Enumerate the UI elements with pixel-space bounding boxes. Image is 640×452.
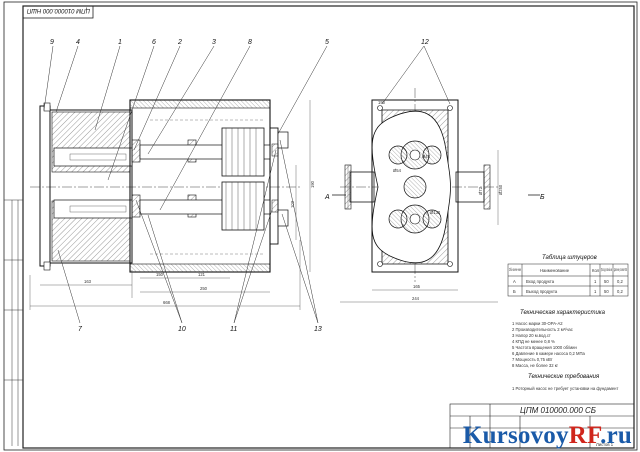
dim-shaft-c: 250 xyxy=(200,286,208,291)
section-letter-a: А xyxy=(324,194,330,201)
callout-3: 3 xyxy=(212,39,216,46)
dim-height-main: 190 xyxy=(310,180,315,188)
callout-11: 11 xyxy=(230,326,237,333)
callout-5: 5 xyxy=(325,39,329,46)
table-header-bore: Проход условный мм xyxy=(601,267,612,272)
tech-spec-1: 1 Насос марки 30-ОРА-А2 xyxy=(512,321,563,326)
table-header-qty: Кол xyxy=(592,268,600,273)
watermark: KursovoyRF.ru xyxy=(463,422,632,450)
callout-10: 10 xyxy=(178,326,186,333)
dimension-text-left: 668 163 150 121 250 190 103 xyxy=(84,180,315,305)
tech-spec-4: 4 КПД не менее 0,8 % xyxy=(512,339,555,344)
fittings-table-title: Таблица штуцеров xyxy=(542,255,597,261)
table-row-2-bore: 50 xyxy=(604,289,609,294)
tech-spec-6: 6 Давление в камере насоса 0,2 МПа xyxy=(512,351,586,356)
table-row-1-qty: 1 xyxy=(594,279,597,284)
callout-leaders-left xyxy=(43,45,328,324)
callout-12: 12 xyxy=(421,39,429,46)
requirements-title: Технические требования xyxy=(528,374,600,380)
callout-labels: 9 4 1 6 2 3 8 5 12 7 10 11 13 xyxy=(50,39,429,333)
watermark-part1: Kursovoy xyxy=(462,422,569,449)
table-row-2-pressure: 0,2 xyxy=(617,289,623,294)
dim-end-total: 244 xyxy=(412,296,420,301)
end-view xyxy=(340,88,498,282)
tech-spec-3: 3 Напор 20 м.вод.ст xyxy=(512,333,551,338)
dim-end-width: 165 xyxy=(413,284,421,289)
callout-leaders-right xyxy=(381,45,451,105)
dimension-lines-right xyxy=(340,150,499,303)
table-row-1-pressure: 0,2 xyxy=(617,279,623,284)
tech-spec-5: 5 Частота вращения 1000 об/мин xyxy=(512,345,577,350)
callout-7: 7 xyxy=(78,326,83,333)
callout-13: 13 xyxy=(314,326,322,333)
section-letter-b: Б xyxy=(540,194,545,201)
callout-4: 4 xyxy=(76,39,80,46)
title-block-code: ЦПМ 010000.000 СБ xyxy=(520,406,596,415)
callout-6: 6 xyxy=(152,39,156,46)
tech-specs: Техническая характеристика 1 Насос марки… xyxy=(512,310,606,368)
side-section-view xyxy=(30,99,300,273)
dim-flange-height: 190 xyxy=(378,100,386,105)
watermark-part2: RF xyxy=(568,422,601,449)
dim-rotor-d2: Ø54 xyxy=(393,168,402,173)
rotated-code-box xyxy=(22,5,94,19)
dim-rotor-d3: Ø130 xyxy=(430,210,441,215)
title-block-sheets: Листов 1 xyxy=(596,442,614,447)
rotated-code: ЦПМ 010000.000 НШП xyxy=(26,7,90,13)
tech-spec-8: 8 Масса, не более 32 кг xyxy=(512,363,559,368)
dimension-text-right: 165 244 190 Ø48 Ø54 Ø130 Ø72 Ø250 xyxy=(378,100,503,301)
dim-overall-length: 668 xyxy=(163,300,171,305)
dim-shaft-a: 150 xyxy=(156,272,164,277)
table-row-1-designation: А xyxy=(513,279,516,284)
callout-1: 1 xyxy=(118,39,122,46)
dim-height-small: 103 xyxy=(290,200,295,208)
table-header-designation: Обо-значе-ние xyxy=(509,267,521,272)
callout-2: 2 xyxy=(177,39,182,46)
tech-specs-title: Техническая характеристика xyxy=(520,310,606,316)
outer-frame xyxy=(3,1,638,451)
dim-casing-w: Ø250 xyxy=(498,184,503,195)
callout-9: 9 xyxy=(50,39,54,46)
table-header-name: Наименование xyxy=(540,268,570,273)
left-margin-strip xyxy=(4,199,23,446)
dimension-lines-left xyxy=(29,100,311,310)
table-row-2-designation: Б xyxy=(513,289,516,294)
dim-port-d: Ø72 xyxy=(478,186,483,195)
tech-requirements: Технические требования 1 Роторный насос … xyxy=(512,374,618,391)
fittings-table: Таблица штуцеров Обо-значе-ние Наименова… xyxy=(507,255,629,297)
tech-spec-7: 7 Мощность 0,75 кВт xyxy=(512,357,553,362)
inner-frame xyxy=(22,5,635,449)
dim-left-part: 163 xyxy=(84,279,92,284)
table-row-2-name: Выход продукта xyxy=(526,289,558,294)
table-row-1-name: Вход продукта xyxy=(526,279,555,284)
tech-spec-2: 2 Производительность 2 м³/час xyxy=(512,327,573,332)
title-block xyxy=(449,403,635,449)
watermark-part3: .ru xyxy=(600,422,632,449)
table-row-1-bore: 50 xyxy=(604,279,609,284)
table-header-pressure: Давление условное МПа xyxy=(614,267,627,272)
callout-8: 8 xyxy=(248,39,252,46)
requirement-1: 1 Роторный насос не требует установки на… xyxy=(512,386,618,391)
dim-rotor-d1: Ø48 xyxy=(422,154,431,159)
dim-shaft-b: 121 xyxy=(198,272,206,277)
table-row-2-qty: 1 xyxy=(594,289,597,294)
